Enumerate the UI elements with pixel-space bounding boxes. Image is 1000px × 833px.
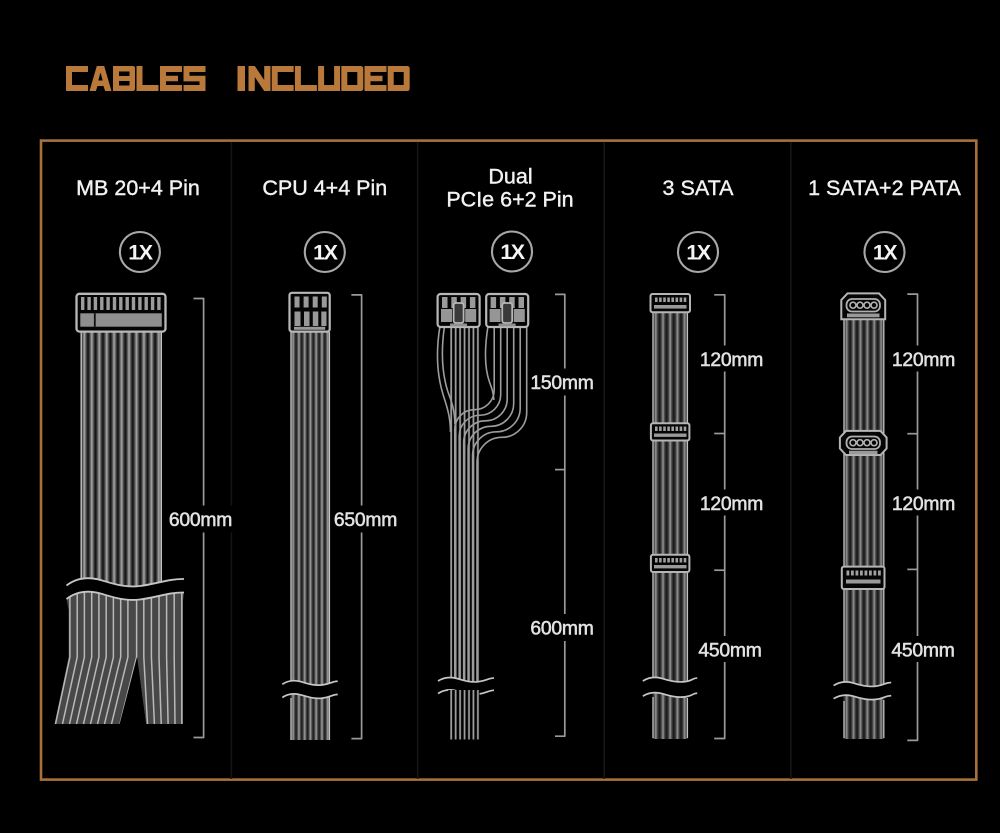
svg-text:1X: 1X [128, 241, 153, 265]
svg-text:3 SATA: 3 SATA [663, 176, 735, 200]
svg-text:450mm: 450mm [698, 641, 761, 662]
svg-text:1 SATA+2 PATA: 1 SATA+2 PATA [808, 176, 961, 200]
svg-text:1X: 1X [313, 241, 338, 265]
svg-text:120mm: 120mm [700, 350, 763, 371]
svg-text:120mm: 120mm [892, 494, 955, 515]
svg-text:1X: 1X [873, 241, 898, 265]
svg-text:120mm: 120mm [700, 494, 763, 515]
svg-text:CPU 4+4 Pin: CPU 4+4 Pin [262, 176, 387, 200]
svg-text:Dual: Dual [488, 165, 532, 189]
svg-text:120mm: 120mm [892, 350, 955, 371]
svg-text:450mm: 450mm [891, 641, 954, 662]
svg-text:1X: 1X [686, 241, 711, 265]
svg-text:1X: 1X [500, 240, 525, 264]
svg-text:650mm: 650mm [334, 510, 397, 531]
svg-text:150mm: 150mm [530, 373, 593, 394]
svg-text:MB 20+4 Pin: MB 20+4 Pin [76, 176, 200, 200]
svg-text:600mm: 600mm [530, 619, 593, 640]
svg-text:600mm: 600mm [169, 510, 232, 531]
svg-text:PCIe 6+2 Pin: PCIe 6+2 Pin [446, 188, 573, 212]
